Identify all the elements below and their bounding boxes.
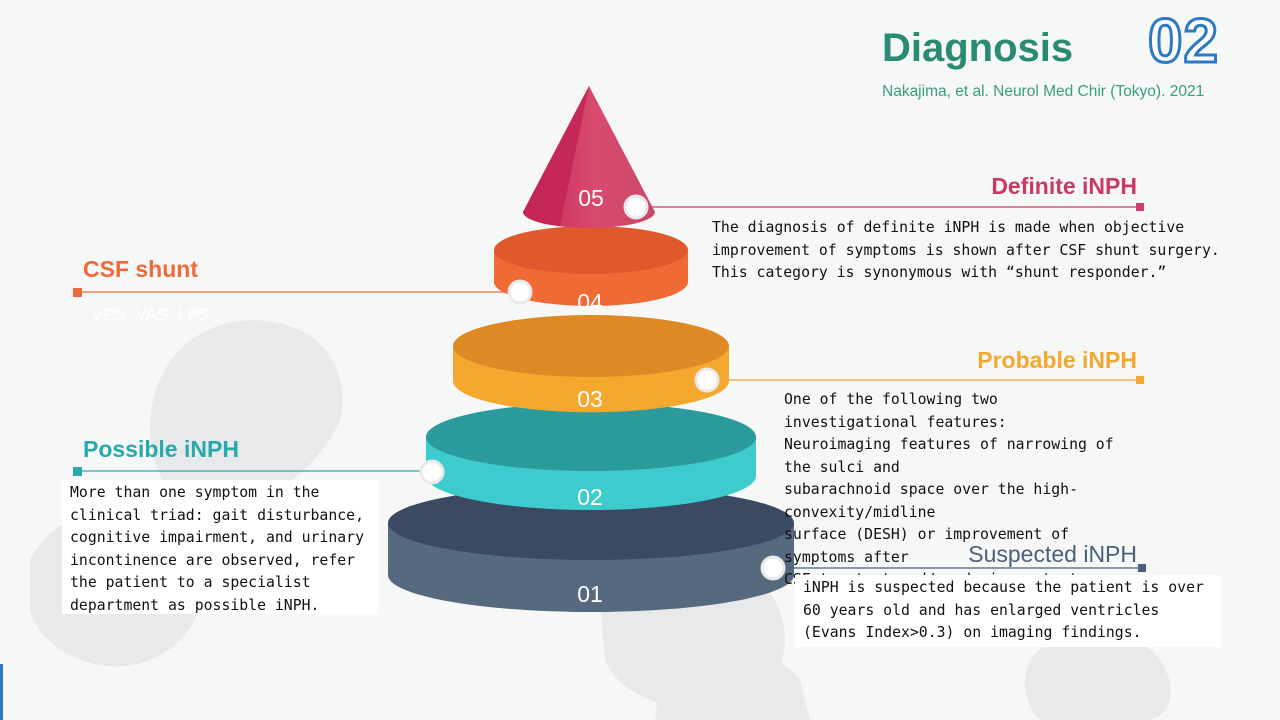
csf-shunt-subtext: VPS, VAS, LPS — [92, 305, 210, 324]
tier-03 — [453, 315, 729, 413]
tier-number-05: 05 — [578, 185, 604, 211]
page-title: Diagnosis — [882, 26, 1074, 70]
connector-dots — [419, 194, 786, 581]
tier-number-04: 04 — [577, 289, 603, 315]
tier-number-03: 03 — [577, 386, 603, 412]
possible-inph-description: More than one symptom in the clinical tr… — [62, 480, 378, 614]
tier-04 — [494, 226, 688, 306]
tier-01 — [388, 486, 794, 612]
slide-edge-accent — [0, 664, 3, 720]
probable-inph-heading: Probable iNPH — [977, 347, 1137, 373]
possible-inph-heading: Possible iNPH — [83, 436, 239, 462]
definite-inph-description: The diagnosis of definite iNPH is made w… — [712, 219, 1220, 281]
section-number: 02 — [1147, 7, 1220, 76]
suspected-inph-heading: Suspected iNPH — [968, 541, 1137, 567]
csf-shunt-heading: CSF shunt — [83, 256, 198, 282]
tier-05-cone — [523, 86, 655, 228]
tier-number-01: 01 — [577, 581, 603, 607]
tier-02 — [426, 403, 756, 510]
definite-inph-heading: Definite iNPH — [991, 173, 1137, 199]
connector-lines — [73, 203, 1146, 572]
tier-number-02: 02 — [577, 484, 603, 510]
suspected-inph-description: iNPH is suspected because the patient is… — [795, 575, 1221, 647]
citation: Nakajima, et al. Neurol Med Chir (Tokyo)… — [882, 83, 1205, 100]
